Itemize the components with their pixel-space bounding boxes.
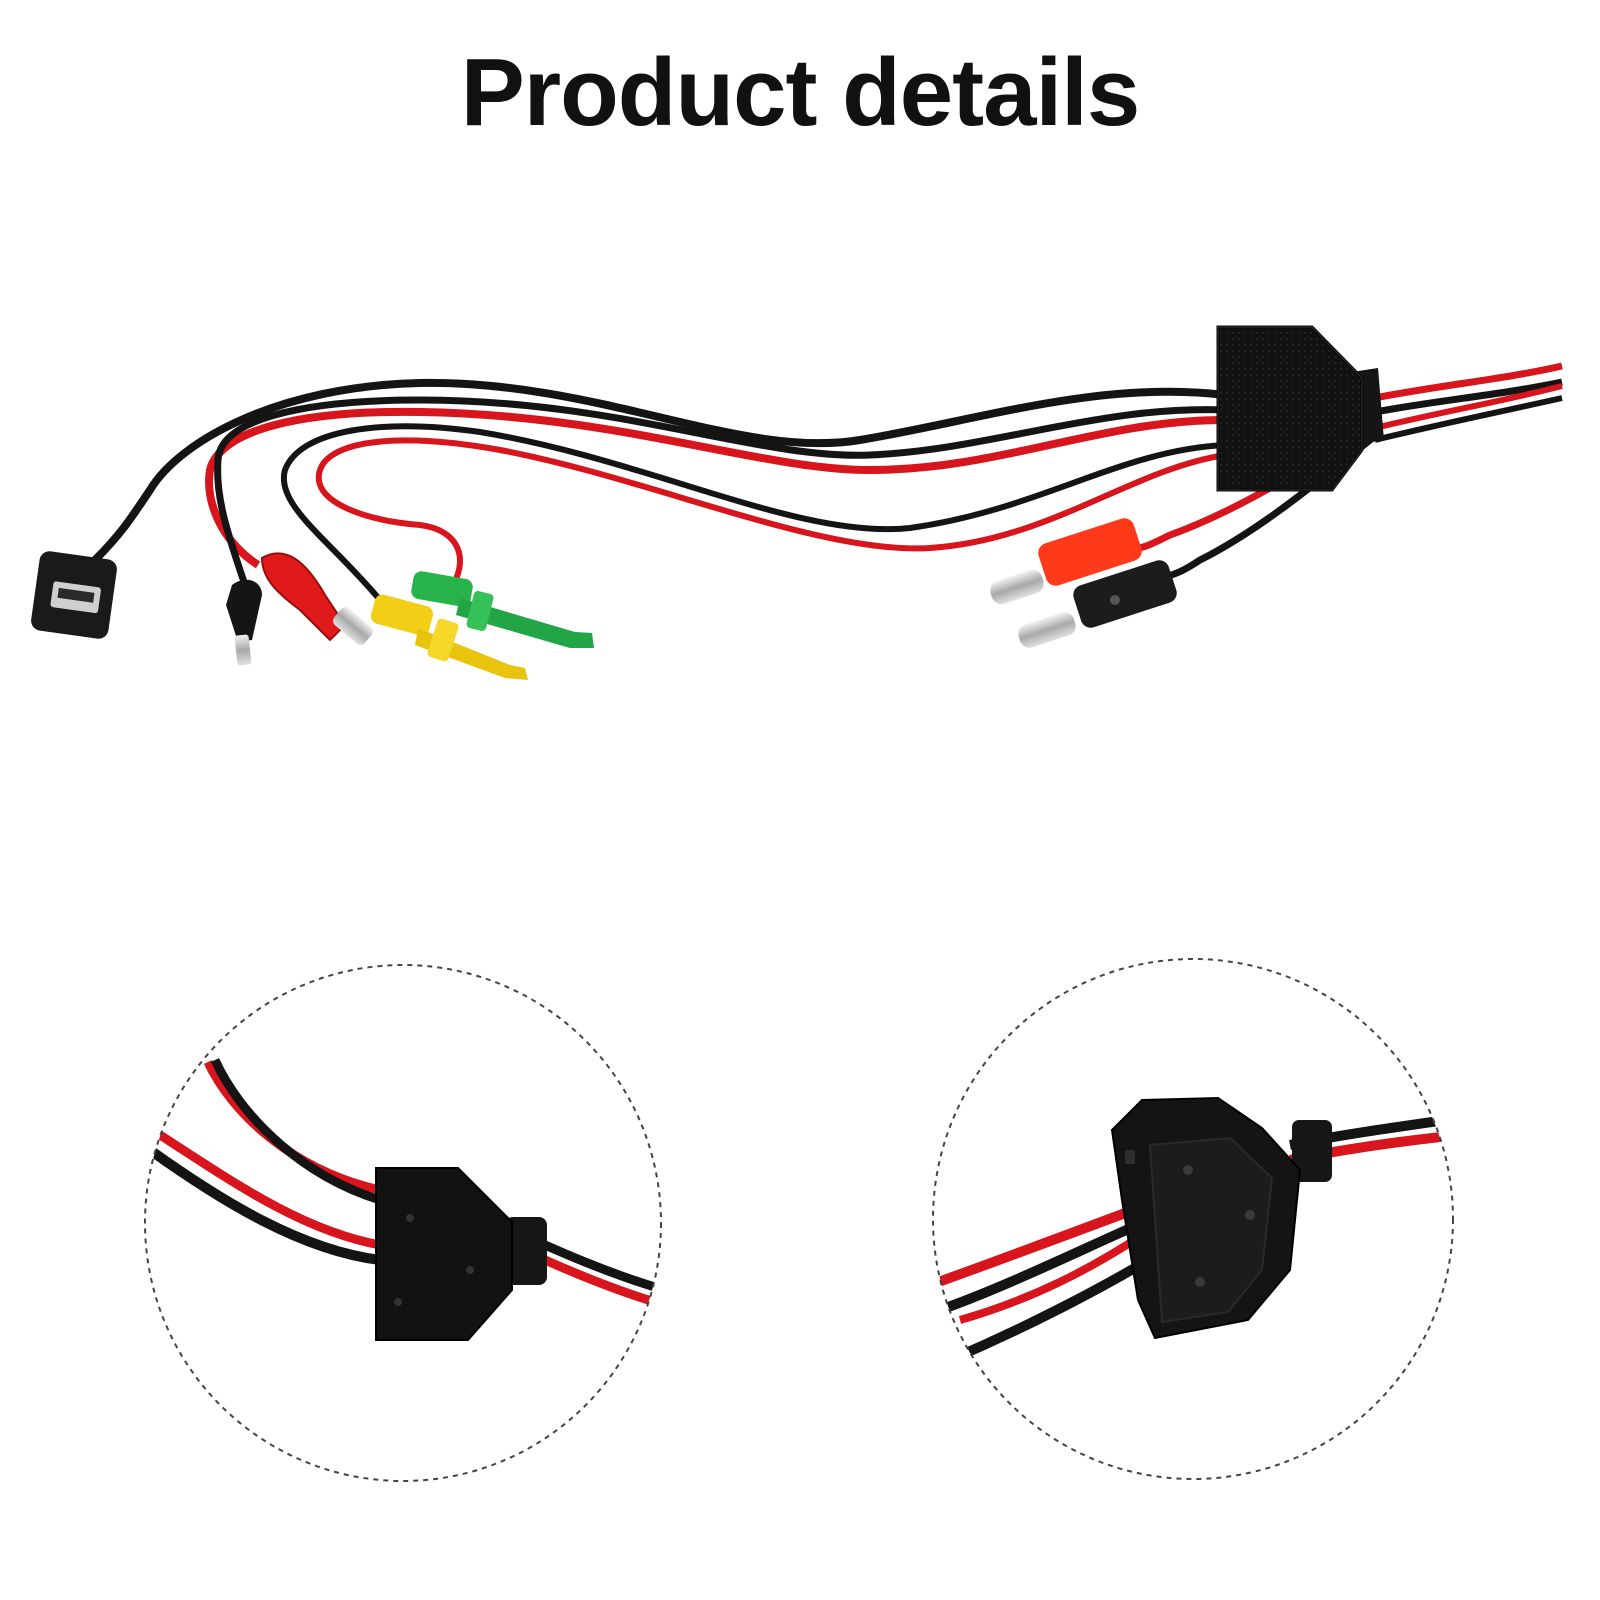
hook-clip-yellow	[370, 594, 528, 680]
junction-box-detail-right	[932, 958, 1454, 1480]
junction-box-detail-left	[144, 964, 662, 1482]
alligator-clip-black	[226, 579, 262, 666]
page-title: Product details	[460, 39, 1140, 146]
banana-plug-red	[990, 518, 1142, 605]
cable-assembly	[31, 325, 1563, 680]
banana-plug-black	[1018, 560, 1177, 648]
junction-box	[1216, 325, 1384, 492]
usb-female-connector	[31, 551, 117, 639]
alligator-clip-red	[260, 552, 373, 645]
hook-clip-green	[411, 571, 594, 648]
